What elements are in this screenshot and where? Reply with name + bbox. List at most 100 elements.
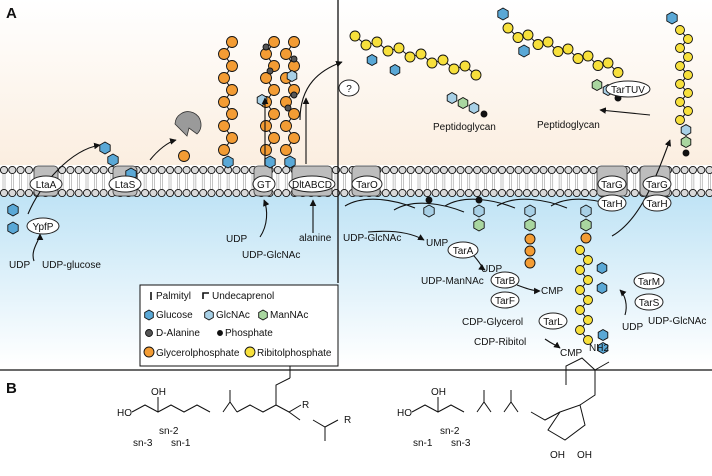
lipid-head (489, 188, 498, 198)
oh-label-3: OH (550, 450, 565, 461)
chain-backbone (579, 249, 589, 341)
ribitolphosphate-unit (575, 285, 585, 295)
lipid-head (564, 165, 573, 175)
glycerolphosphate-unit (580, 232, 592, 244)
lipid-tail (475, 174, 479, 189)
tarl-oval (538, 312, 568, 330)
lipid-head (473, 188, 482, 198)
lipid-head (680, 165, 689, 175)
arrow-tara (472, 254, 486, 271)
lipid-tail (276, 174, 280, 189)
glycerolphosphate-unit (226, 108, 238, 120)
structure-labels: HO OH sn-2 sn-3 sn-1 R R HO OH sn-2 sn-1… (117, 343, 609, 461)
lipid-tail (210, 174, 213, 189)
lipid-head (174, 188, 183, 198)
lipid-head (522, 165, 531, 175)
tarm-label: TarM (638, 277, 660, 288)
tarb-oval (490, 271, 520, 289)
lipid-head (630, 165, 639, 175)
glycerolphosphate-unit (178, 150, 190, 162)
udp-tara-label: UDP (481, 264, 502, 275)
glcnac-unit (524, 204, 536, 218)
udp-glucose-label: UDP-glucose (42, 260, 101, 271)
lipid-head (82, 188, 92, 198)
arrow-ltas (149, 138, 177, 161)
lipid-head (489, 165, 498, 175)
lipid-head (165, 188, 175, 198)
lipid-tail (27, 174, 31, 189)
ribitolphosphate-unit (675, 115, 685, 125)
glycerolphosphate-unit (218, 120, 230, 132)
lipid-tail (583, 174, 587, 189)
ypfp-oval (26, 217, 60, 235)
lipid-tail (243, 174, 246, 189)
ltas-enzyme-shape (174, 111, 202, 137)
structure-cdp (411, 357, 610, 441)
glucose-unit (107, 153, 119, 167)
lipid-tail (168, 174, 172, 189)
cdp-ribitol-label: CDP-Ribitol (474, 337, 526, 348)
ypfp-label: YpfP (33, 222, 54, 233)
lipid-head (74, 165, 83, 175)
gt-label: GT (257, 180, 271, 191)
glucose-unit (596, 281, 608, 295)
lipid-head (8, 165, 17, 175)
polymer-chains (7, 7, 693, 355)
lipid-head (580, 188, 590, 198)
ump-label: UMP (426, 238, 449, 249)
lipid-head (539, 188, 548, 198)
d-alanine-unit (266, 67, 274, 75)
ribitolphosphate-unit (512, 32, 524, 43)
lipid-head (680, 188, 689, 198)
lipid-tail (683, 174, 686, 189)
lipid-head (141, 188, 150, 198)
glycerolphosphate-unit (280, 48, 292, 60)
glucose-legend-icon (144, 309, 154, 321)
lipid-head (240, 188, 249, 198)
r-label-2: R (344, 415, 351, 426)
glucose-unit (518, 44, 530, 58)
lipid-head (514, 165, 523, 175)
lipid-head (414, 165, 424, 175)
lipid-tail (77, 174, 80, 189)
ribitolphosphate-unit (675, 79, 685, 89)
alanine-label: alanine (299, 233, 332, 244)
lipid-tail (542, 174, 545, 189)
cytoplasm-background (0, 195, 712, 365)
cmp-tarl-label: CMP (560, 348, 583, 359)
reaction-arrows (27, 60, 672, 349)
lipid-head (423, 165, 432, 175)
tarm-oval (633, 272, 665, 290)
lipid-head (182, 165, 191, 175)
arrow-targh-flip (611, 139, 672, 237)
glycerolphosphate-unit (268, 132, 280, 144)
ribitolphosphate-unit (437, 54, 449, 66)
lipid-head (688, 188, 697, 198)
lipid-head (199, 165, 208, 175)
ribitolphosphate-unit (683, 52, 693, 62)
glcnac-unit (580, 204, 592, 218)
tarh-label-2: TarH (646, 199, 667, 210)
tarl-label: TarL (543, 317, 563, 328)
lipid-head (215, 188, 224, 198)
glycerolphosphate-unit (226, 60, 238, 72)
ltaa-oval (29, 175, 63, 193)
glucose-unit (666, 11, 678, 25)
lipid-head (448, 165, 457, 175)
peptidoglycan-label-2: Peptidoglycan (537, 120, 600, 131)
lipid-tail (434, 174, 437, 189)
sn3-label-2: sn-3 (451, 438, 471, 449)
lipid-tail (492, 174, 495, 189)
glycerolphosphate-unit (260, 120, 272, 132)
lipid-head (672, 188, 681, 198)
mannac-unit (457, 96, 469, 110)
glucose-unit (597, 341, 609, 355)
ribitolphosphate-unit (683, 34, 693, 44)
ribitolphosphate-unit (426, 57, 438, 69)
lipid-tail (699, 174, 703, 189)
glycerolphosphate-unit (268, 84, 280, 96)
lipid-head (99, 188, 108, 198)
lipid-head (190, 165, 199, 175)
lipid-head (464, 165, 473, 175)
